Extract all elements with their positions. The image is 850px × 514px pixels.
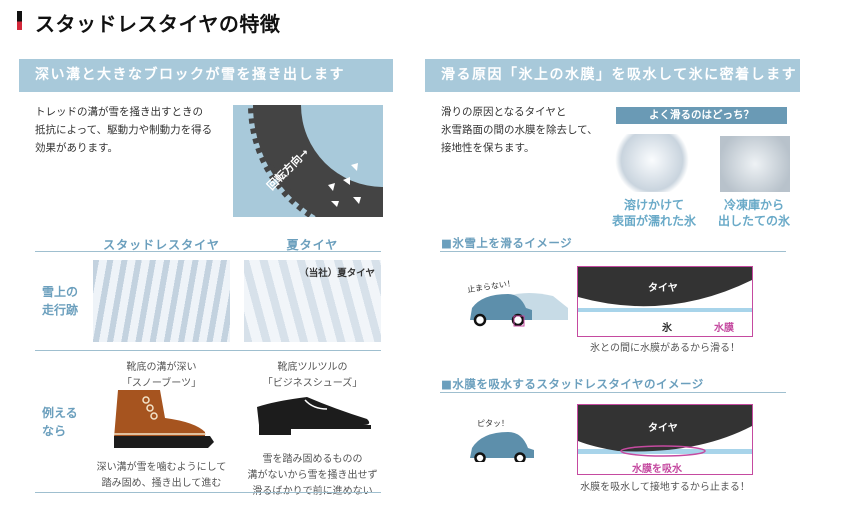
tire-label: タイヤ (648, 423, 678, 434)
wet-ice-caption: 溶けかけて 表面が濡れた氷 (611, 198, 696, 228)
column-summer: 夏タイヤ (286, 238, 339, 252)
boot-description: 深い溝が雪を噛むようにして 踏み固め、掻き出して進む (96, 462, 227, 489)
sliding-car-icon (470, 293, 568, 327)
business-shoe-icon (257, 397, 371, 435)
summer-track-photo: （当社）夏タイヤ (244, 260, 381, 342)
divider (35, 492, 381, 493)
left-banner: 深い溝と大きなブロックが雪を掻き出します (19, 59, 393, 92)
section2-heading: ■水膜を吸水するスタッドレスタイヤのイメージ (441, 377, 704, 391)
tire-diagram: 回転方向→ (233, 105, 383, 235)
divider (440, 392, 786, 393)
stopping-car-icon (470, 432, 534, 462)
sliding-zoom-box: タイヤ 氷 水膜 (577, 266, 753, 337)
tire-label: タイヤ (648, 283, 678, 294)
title-marker (17, 11, 22, 30)
snow-boot-icon (114, 390, 214, 448)
car2-text: ピタッ！ (477, 419, 509, 428)
photo-caption: （当社）夏タイヤ (299, 268, 375, 279)
ice-label: 氷 (662, 323, 672, 334)
absorb-label: 水膜を吸水 (632, 464, 682, 475)
water-film-label: 水膜 (714, 323, 734, 334)
row-label-analogy: 例える なら (42, 406, 78, 438)
page-title: スタッドレスタイヤの特徴 (35, 12, 281, 36)
shoe-title: 靴底ツルツルの 「ビジネスシューズ」 (262, 362, 363, 389)
tire-icon (233, 105, 383, 235)
shoe-description: 雪を踏み固めるものの 溝がないから雪を掻き出せず 滑るばかりで前に進めない (247, 454, 378, 497)
column-studless: スタッドレスタイヤ (103, 238, 220, 252)
left-description: トレッドの溝が雪を掻き出すときの 抵抗によって、駆動力や制動力を得る 効果があり… (35, 106, 213, 154)
absorb-zoom-box: タイヤ 水膜を吸水 (577, 404, 753, 475)
wet-ice-image (612, 134, 692, 192)
section2-caption: 水膜を吸水して接地するから止まる！ (580, 482, 750, 493)
row-label-tracks: 雪上の 走行跡 (42, 285, 79, 317)
divider (35, 251, 381, 252)
studless-track-photo (93, 260, 230, 342)
right-description: 滑りの原因となるタイヤと 氷雪路面の間の水膜を除去して、 接地性を保ちます。 (441, 106, 598, 154)
section1-caption: 氷との間に水膜があるから滑る！ (590, 343, 740, 354)
question-label: よく滑るのはどっち？ (616, 107, 787, 124)
boot-title: 靴底の溝が深い 「スノーブーツ」 (121, 362, 202, 389)
section1-heading: ■氷雪上を滑るイメージ (441, 236, 573, 250)
frozen-ice-caption: 冷凍庫から 出したての氷 (717, 198, 790, 228)
frozen-ice-image (720, 136, 790, 192)
divider (35, 350, 381, 351)
divider (440, 251, 786, 252)
right-banner: 滑る原因「氷上の水膜」を吸水して氷に密着します (425, 59, 800, 92)
